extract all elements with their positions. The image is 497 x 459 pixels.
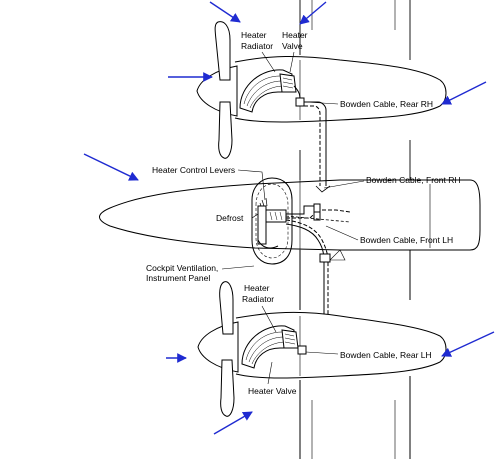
lower-heater-radiator — [241, 325, 307, 369]
label-bowden-cable-rear-rh: Bowden Cable, Rear RH — [340, 99, 433, 109]
label-cockpit-ventilation: Cockpit Ventilation, Instrument Panel — [146, 263, 221, 283]
cockpit-canopy — [251, 177, 293, 265]
upper-propeller — [196, 21, 238, 159]
labels: Heater Radiator Heater Valve Bowden Cabl… — [146, 30, 461, 396]
arrow-rear-rh — [441, 81, 487, 105]
fuselage — [99, 179, 481, 261]
label-heater-radiator-lower: Heater Radiator — [242, 283, 274, 304]
label-heater-control-levers: Heater Control Levers — [152, 165, 235, 175]
label-heater-valve-lower: Heater Valve — [248, 386, 297, 396]
label-bowden-cable-front-rh: Bowden Cable, Front RH — [366, 175, 461, 185]
label-bowden-cable-front-lh: Bowden Cable, Front LH — [360, 235, 453, 245]
heater-control-assembly — [257, 197, 287, 249]
label-heater-valve-upper: Heater Valve — [282, 30, 310, 51]
arrow-upper-radiator — [209, 1, 241, 23]
indicator-arrows — [83, 1, 495, 435]
lower-propeller — [197, 281, 239, 417]
label-bowden-cable-rear-lh: Bowden Cable, Rear LH — [340, 350, 432, 360]
upper-heater-radiator — [239, 69, 305, 113]
arrow-lower-valve — [213, 411, 253, 435]
leader-lines — [221, 51, 365, 385]
upper-wing — [299, 0, 411, 180]
arrow-upper-valve — [299, 1, 327, 25]
arrow-rear-lh — [441, 331, 495, 357]
label-defrost: Defrost — [216, 213, 244, 223]
label-heater-radiator-upper: Heater Radiator — [241, 30, 273, 51]
arrow-control-levers — [83, 153, 139, 181]
bowden-cables — [285, 101, 351, 355]
